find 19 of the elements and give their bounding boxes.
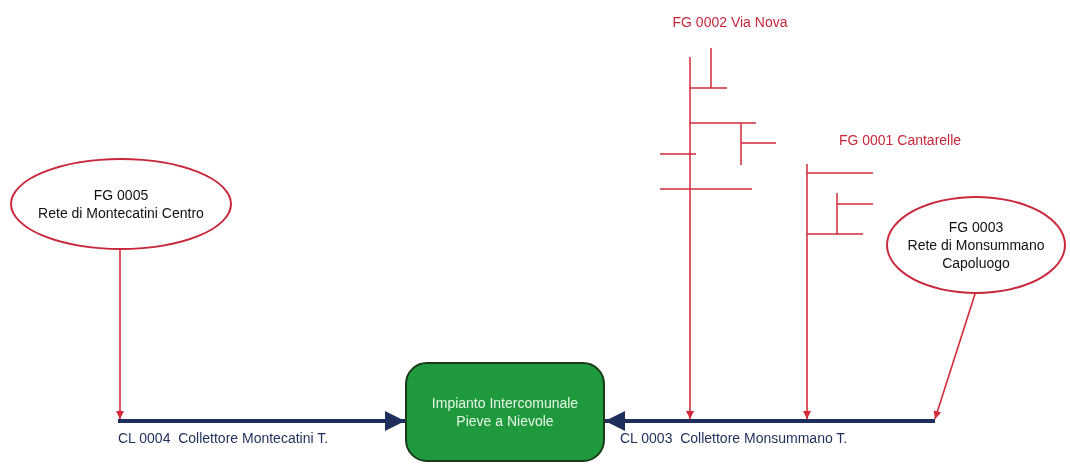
node-label: Rete di Monsummano Capoluogo [906, 236, 1046, 272]
node-label: FG 0005 [92, 186, 150, 204]
collector-label: CL 0004 Collettore Montecatini T. [118, 429, 330, 448]
collector-pipe [118, 419, 330, 423]
network-label: FG 0002 Via Nova [671, 13, 789, 32]
arrow [933, 293, 976, 420]
pipe-network-drawing [658, 45, 778, 200]
arrow [686, 199, 694, 420]
collector-pipe [680, 419, 935, 423]
arrow [330, 411, 405, 431]
network-label: FG 0001 Cantarelle [837, 131, 963, 150]
node-label: FG 0003 [947, 218, 1005, 236]
arrow [605, 411, 680, 431]
node-label: Impianto Intercomunale Pieve a Nievole [430, 394, 580, 430]
collector-label: CL 0003 Collettore Monsummano T. [620, 429, 849, 448]
arrow [803, 239, 811, 420]
node-label: Rete di Montecatini Centro [37, 204, 205, 222]
treatment-plant-box [405, 362, 605, 462]
arrow [116, 249, 124, 420]
